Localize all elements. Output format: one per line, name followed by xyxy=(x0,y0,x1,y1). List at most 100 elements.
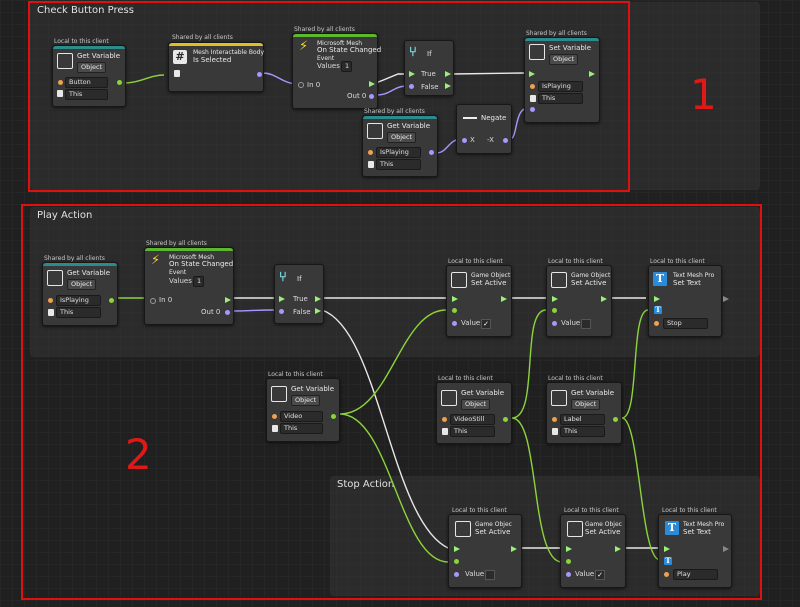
variable-name-field[interactable]: IsPlaying xyxy=(538,81,583,92)
text-field[interactable]: Play xyxy=(673,569,718,580)
flow-out-arrow[interactable] xyxy=(315,296,321,302)
variable-name-field[interactable]: Label xyxy=(560,414,605,425)
output-port[interactable] xyxy=(331,414,336,419)
output-port[interactable] xyxy=(369,94,374,99)
flow-out-arrow[interactable] xyxy=(501,296,507,302)
target-field[interactable]: This xyxy=(56,307,101,318)
type-dropdown[interactable]: Object xyxy=(387,132,417,143)
target-field[interactable]: This xyxy=(560,426,605,437)
input-port[interactable] xyxy=(552,308,557,313)
output-port[interactable] xyxy=(117,80,122,85)
flow-in-arrow[interactable] xyxy=(529,71,535,77)
output-port[interactable] xyxy=(225,310,230,315)
value-checkbox[interactable] xyxy=(581,319,591,329)
input-port[interactable] xyxy=(58,80,63,85)
set-text-node-stop[interactable]: T Text Mesh Pro Set Text T Stop xyxy=(648,265,729,337)
mesh-interactable-node[interactable]: # Mesh Interactable Body Is Selected xyxy=(168,42,264,92)
state-changed-node-2[interactable]: ⚡ Microsoft Mesh On State Changed Event … xyxy=(144,247,234,325)
set-active-node-play-2[interactable]: Game Object Set Active Value xyxy=(546,265,612,337)
output-port[interactable] xyxy=(429,150,434,155)
input-port[interactable] xyxy=(454,559,459,564)
get-variable-node-isplaying-2[interactable]: Get Variable Object IsPlaying This xyxy=(42,262,118,326)
flow-out-arrow[interactable] xyxy=(445,71,451,77)
values-count-field[interactable]: 1 xyxy=(193,276,204,287)
flow-in-arrow[interactable] xyxy=(566,546,572,552)
input-port[interactable] xyxy=(654,321,659,326)
get-variable-node-videostill[interactable]: Get Variable Object VideoStill This xyxy=(436,382,512,444)
get-variable-node-button[interactable]: Get Variable Object Button This xyxy=(52,45,126,107)
input-port[interactable] xyxy=(298,82,304,88)
flow-out-arrow[interactable] xyxy=(315,308,321,314)
flow-out-arrow[interactable] xyxy=(369,81,375,87)
output-port[interactable] xyxy=(503,138,508,143)
input-port[interactable] xyxy=(566,572,571,577)
output-port[interactable] xyxy=(503,417,508,422)
input-port[interactable] xyxy=(664,572,669,577)
flow-in-arrow[interactable] xyxy=(452,296,458,302)
output-port[interactable] xyxy=(257,72,262,77)
text-field[interactable]: Stop xyxy=(663,318,708,329)
input-port[interactable] xyxy=(452,308,457,313)
target-field[interactable]: This xyxy=(376,159,421,170)
flow-in-arrow[interactable] xyxy=(409,71,415,77)
state-changed-node-1[interactable]: ⚡ Microsoft Mesh On State Changed Event … xyxy=(292,33,381,109)
value-checkbox[interactable] xyxy=(485,570,495,580)
variable-name-field[interactable]: VideoStill xyxy=(450,414,495,425)
flow-out-arrow[interactable] xyxy=(589,71,595,77)
set-text-node-play[interactable]: T Text Mesh Pro Set Text T Play xyxy=(658,514,732,588)
flow-out-arrow[interactable] xyxy=(615,546,621,552)
target-field[interactable]: This xyxy=(280,423,323,434)
variable-name-field[interactable]: IsPlaying xyxy=(376,147,421,158)
variable-name-field[interactable]: IsPlaying xyxy=(56,295,101,306)
if-node-2[interactable]: ⑂ If True False xyxy=(274,264,324,324)
flow-in-arrow[interactable] xyxy=(279,296,285,302)
input-port[interactable] xyxy=(409,84,414,89)
if-node-1[interactable]: ⑂ If True False xyxy=(404,40,454,96)
flow-out-arrow[interactable] xyxy=(511,546,517,552)
get-variable-node-label[interactable]: Get Variable Object Label This xyxy=(546,382,622,444)
flow-out-arrow[interactable] xyxy=(723,546,729,552)
type-dropdown[interactable]: Object xyxy=(77,62,107,73)
input-port[interactable] xyxy=(150,298,156,304)
input-port[interactable] xyxy=(48,298,53,303)
target-field[interactable]: This xyxy=(450,426,495,437)
set-active-node-stop-1[interactable]: Game Objec Set Active Value xyxy=(448,514,522,588)
type-dropdown[interactable]: Object xyxy=(291,395,321,406)
flow-out-arrow[interactable] xyxy=(723,296,729,302)
output-port[interactable] xyxy=(613,417,618,422)
input-port[interactable] xyxy=(454,572,459,577)
output-port[interactable] xyxy=(109,298,114,303)
value-checkbox[interactable]: ✓ xyxy=(481,319,491,329)
type-dropdown[interactable]: Object xyxy=(461,399,491,410)
input-port[interactable] xyxy=(279,309,284,314)
flow-in-arrow[interactable] xyxy=(454,546,460,552)
type-dropdown[interactable]: Object xyxy=(571,399,601,410)
negate-node[interactable]: Negate X -X xyxy=(456,104,512,154)
input-port[interactable] xyxy=(552,417,557,422)
flow-out-arrow[interactable] xyxy=(445,83,451,89)
input-port[interactable] xyxy=(530,107,535,112)
value-checkbox[interactable]: ✓ xyxy=(595,570,605,580)
input-port[interactable] xyxy=(442,417,447,422)
type-dropdown[interactable]: Object xyxy=(549,54,579,65)
get-variable-node-isplaying-1[interactable]: Get Variable Object IsPlaying This xyxy=(362,115,438,177)
flow-in-arrow[interactable] xyxy=(654,296,660,302)
flow-in-arrow[interactable] xyxy=(664,546,670,552)
flow-out-arrow[interactable] xyxy=(601,296,607,302)
input-port[interactable] xyxy=(566,559,571,564)
variable-name-field[interactable]: Video xyxy=(280,411,323,422)
input-port[interactable] xyxy=(452,321,457,326)
input-port[interactable] xyxy=(530,84,535,89)
input-port[interactable] xyxy=(462,138,467,143)
input-port[interactable] xyxy=(368,150,373,155)
flow-out-arrow[interactable] xyxy=(225,297,231,303)
values-count-field[interactable]: 1 xyxy=(341,61,352,72)
set-active-node-stop-2[interactable]: Game Objec Set Active Value ✓ xyxy=(560,514,626,588)
type-dropdown[interactable]: Object xyxy=(67,279,97,290)
set-active-node-play-1[interactable]: Game Object Set Active Value ✓ xyxy=(446,265,512,337)
get-variable-node-video[interactable]: Get Variable Object Video This xyxy=(266,378,340,442)
input-port[interactable] xyxy=(552,321,557,326)
target-field[interactable]: This xyxy=(538,93,583,104)
variable-name-field[interactable]: Button xyxy=(65,77,108,88)
flow-in-arrow[interactable] xyxy=(552,296,558,302)
